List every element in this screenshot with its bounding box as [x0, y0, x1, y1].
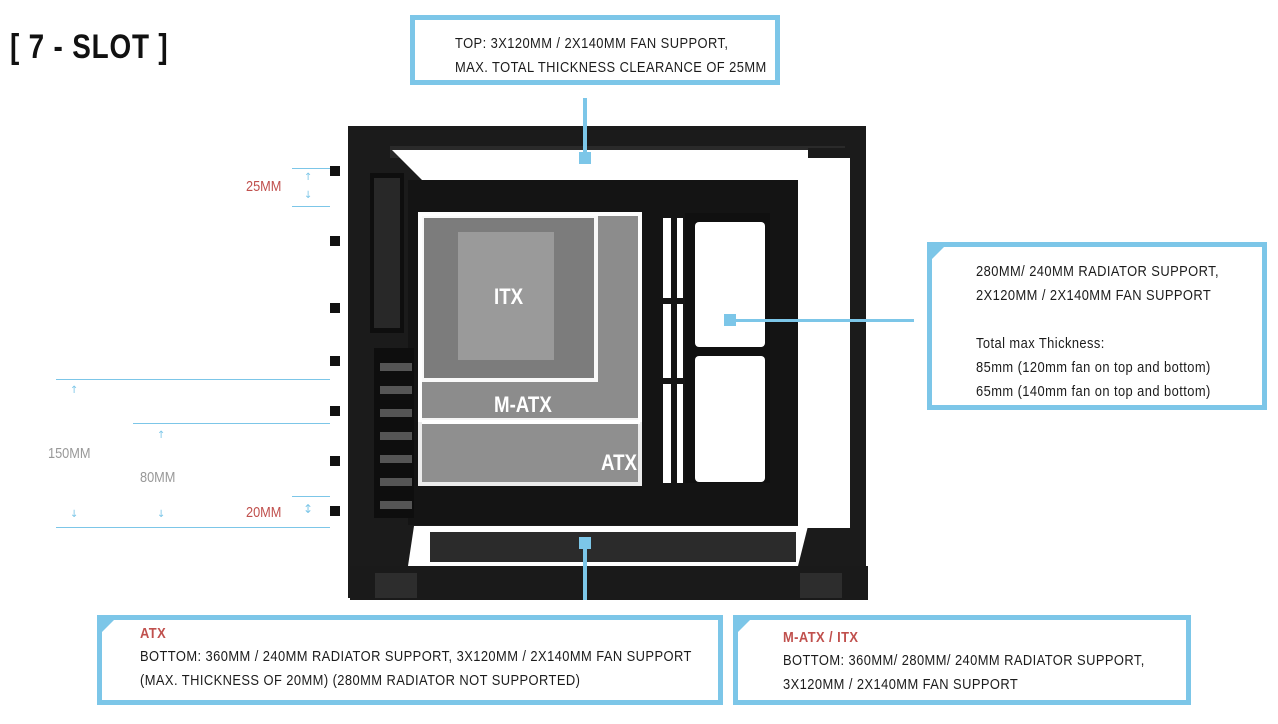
inner-height-label: 80MM [140, 469, 176, 486]
top-clearance-line-lower [292, 206, 330, 207]
thickness-140mm: 65mm (140mm fan on top and bottom) [976, 383, 1211, 400]
bottom-connector-dot [579, 537, 591, 549]
outer-height-line-upper [56, 379, 330, 380]
callout-corner-decoration [927, 242, 949, 264]
side-connector-dot [724, 314, 736, 326]
side-connector-line [732, 319, 914, 322]
bottom-connector-line [583, 540, 587, 600]
top-clearance-line-upper [292, 168, 330, 169]
arrow-up-icon: ↑ [304, 172, 313, 183]
callout-corner-decoration [97, 615, 119, 637]
atx-callout-heading: ATX [140, 625, 167, 642]
arrow-down-icon: ↓ [157, 509, 166, 520]
atx-callout-line2: (MAX. THICKNESS OF 20MM) (280MM RADIATOR… [140, 672, 581, 689]
side-callout-line1: 280MM/ 240MM RADIATOR SUPPORT, [976, 263, 1220, 280]
arrow-down-icon: ↓ [304, 190, 313, 201]
top-callout-line2: MAX. TOTAL THICKNESS CLEARANCE OF 25MM [455, 59, 767, 76]
thickness-120mm: 85mm (120mm fan on top and bottom) [976, 359, 1211, 376]
pc-case-illustration [330, 126, 868, 600]
callout-corner-decoration [733, 615, 755, 637]
top-connector-dot [579, 152, 591, 164]
top-clearance-label: 25MM [246, 178, 282, 195]
thickness-title: Total max Thickness: [976, 335, 1105, 352]
atx-bottom-callout: ATX BOTTOM: 360MM / 240MM RADIATOR SUPPO… [97, 615, 723, 705]
arrow-up-icon: ↑ [70, 385, 79, 396]
itx-label: ITX [494, 284, 524, 309]
matx-bottom-callout: M-ATX / ITX BOTTOM: 360MM/ 280MM/ 240MM … [733, 615, 1191, 705]
top-fan-callout: TOP: 3X120MM / 2X140MM FAN SUPPORT, MAX.… [410, 15, 780, 85]
matx-callout-heading: M-ATX / ITX [783, 629, 859, 646]
top-callout-line1: TOP: 3X120MM / 2X140MM FAN SUPPORT, [455, 35, 729, 52]
bottom-clearance-line-upper [292, 496, 330, 497]
matx-callout-line1: BOTTOM: 360MM/ 280MM/ 240MM RADIATOR SUP… [783, 652, 1145, 669]
itx-board-outline [420, 214, 598, 382]
outer-height-label: 150MM [48, 445, 91, 462]
inner-height-line-upper [133, 423, 330, 424]
double-arrow-icon: ↕ [303, 502, 314, 516]
atx-label: ATX [601, 450, 638, 475]
outer-height-line-lower [56, 527, 330, 528]
arrow-up-icon: ↑ [157, 430, 166, 441]
matx-callout-line2: 3X120MM / 2X140MM FAN SUPPORT [783, 676, 1019, 693]
page-title: [ 7 - SLOT ] [10, 28, 169, 66]
matx-label: M-ATX [494, 392, 552, 417]
top-connector-line [583, 98, 587, 154]
bottom-clearance-label: 20MM [246, 504, 282, 521]
arrow-down-icon: ↓ [70, 509, 79, 520]
atx-callout-line1: BOTTOM: 360MM / 240MM RADIATOR SUPPORT, … [140, 648, 692, 665]
side-callout-line2: 2X120MM / 2X140MM FAN SUPPORT [976, 287, 1212, 304]
side-radiator-callout: 280MM/ 240MM RADIATOR SUPPORT, 2X120MM /… [927, 242, 1267, 410]
